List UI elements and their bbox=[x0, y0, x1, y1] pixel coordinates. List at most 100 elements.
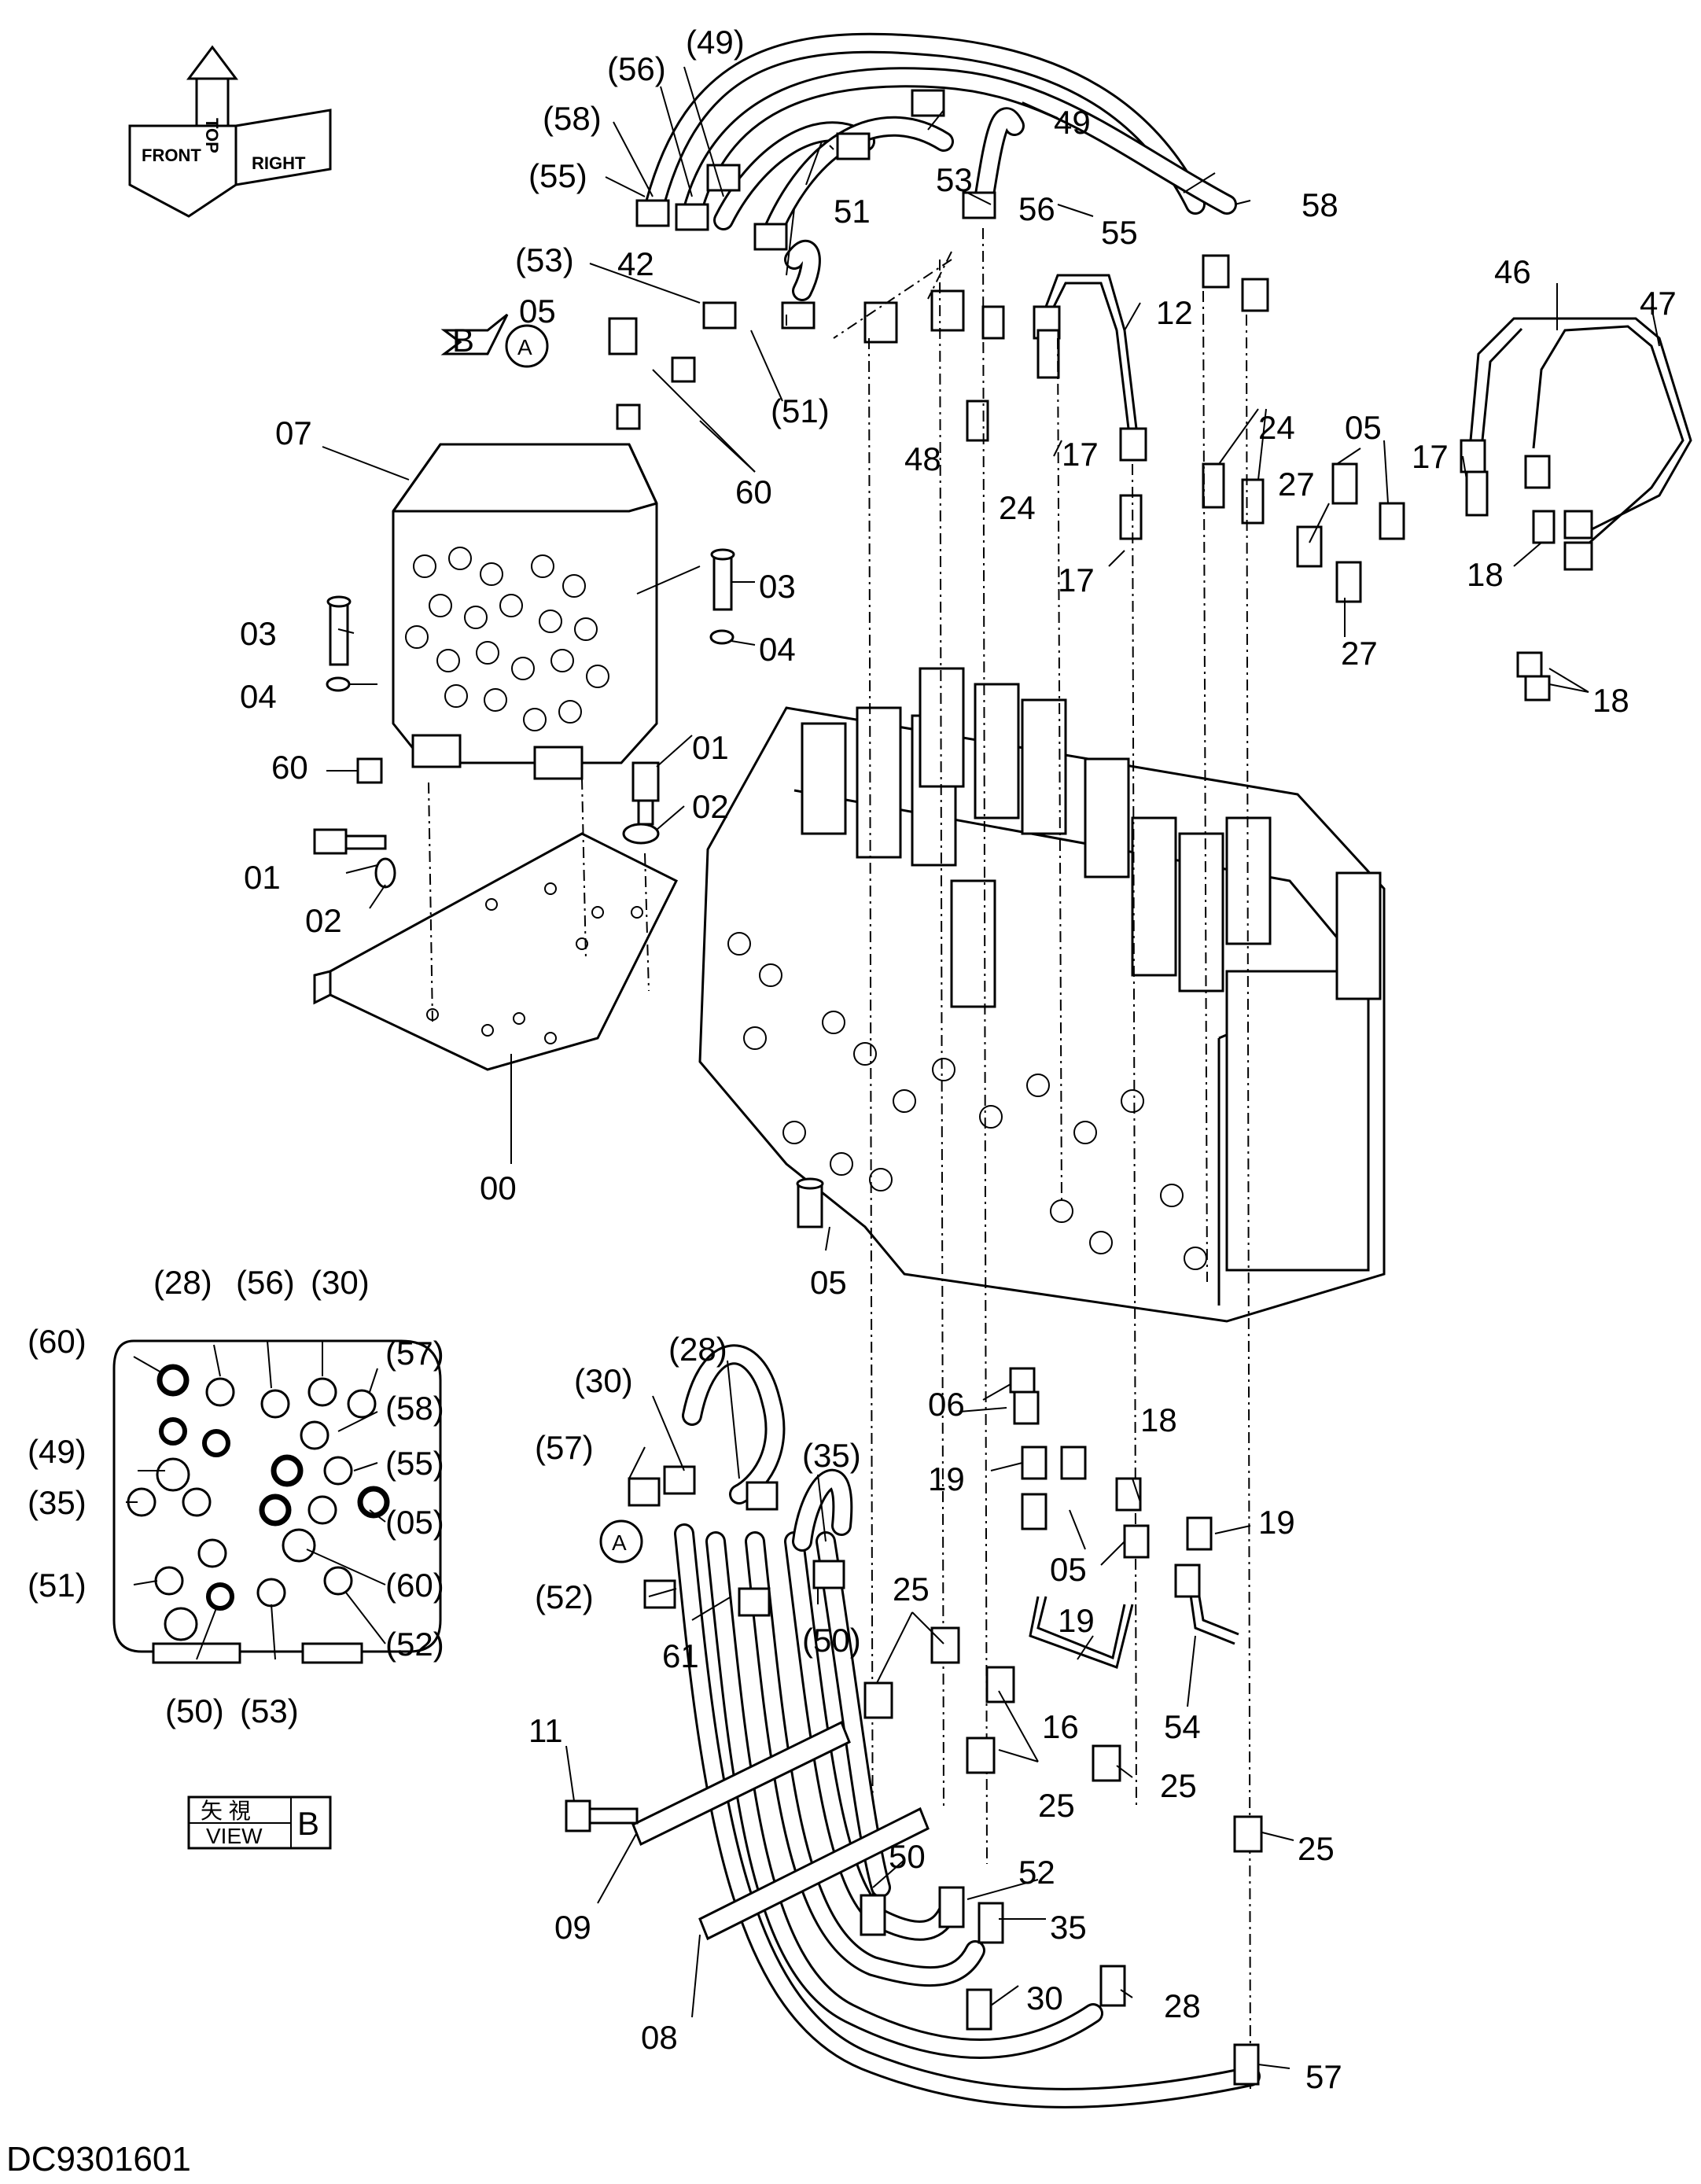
callout-50: 50 bbox=[889, 1838, 926, 1875]
callout-28: 28 bbox=[1164, 1987, 1201, 2024]
center-lines bbox=[428, 227, 1251, 2093]
valve-top-fittings bbox=[863, 289, 1556, 702]
pipes-46-47 bbox=[1460, 317, 1692, 571]
vb-label-58: (58) bbox=[385, 1390, 444, 1427]
callout-25c: 25 bbox=[1160, 1767, 1197, 1804]
bolt-03-right bbox=[710, 548, 735, 611]
orientation-indicator: FRONT TOP RIGHT bbox=[128, 45, 332, 218]
callout-06: 06 bbox=[928, 1386, 965, 1423]
vb-label-60b: (60) bbox=[385, 1567, 444, 1604]
callout-19a: 19 bbox=[928, 1460, 965, 1497]
callout-03a: 03 bbox=[240, 615, 277, 652]
callout-labels: (49) (56) (58) (55) (53) (51) 42 51 53 4… bbox=[240, 24, 1677, 2095]
callout-35: 35 bbox=[1050, 1909, 1087, 1946]
callout-24a: 24 bbox=[999, 489, 1036, 526]
vb-label-35: (35) bbox=[28, 1484, 87, 1521]
callout-27a: 27 bbox=[1278, 466, 1315, 503]
b-arrow-label: B bbox=[452, 322, 474, 359]
vb-label-50: (50) bbox=[165, 1692, 224, 1729]
vb-label-55: (55) bbox=[385, 1445, 444, 1482]
vb-label-28: (28) bbox=[153, 1264, 212, 1301]
callout-p53: (53) bbox=[515, 241, 574, 278]
callout-25a: 25 bbox=[893, 1571, 930, 1608]
washer-02-top bbox=[622, 823, 660, 845]
top-label: TOP bbox=[202, 118, 222, 153]
bracket-00 bbox=[313, 832, 679, 1071]
front-label: FRONT bbox=[142, 145, 201, 165]
vb-label-49: (49) bbox=[28, 1433, 87, 1470]
callout-61: 61 bbox=[662, 1637, 699, 1674]
callout-18c: 18 bbox=[1140, 1401, 1177, 1438]
callout-17b: 17 bbox=[1412, 438, 1449, 475]
fitting-60-left bbox=[356, 757, 383, 784]
callout-17c: 17 bbox=[1058, 562, 1095, 598]
a-marker-bottom: A bbox=[599, 1519, 643, 1563]
callout-16: 16 bbox=[1042, 1708, 1079, 1745]
callout-q52: (52) bbox=[535, 1578, 594, 1615]
callout-57: 57 bbox=[1305, 2058, 1342, 2095]
callout-53: 53 bbox=[936, 161, 973, 198]
washer-02-left bbox=[374, 857, 396, 889]
pipe-16-54 bbox=[1021, 1493, 1239, 1669]
block-fittings bbox=[405, 547, 609, 731]
spool-caps bbox=[801, 667, 1382, 1008]
callout-q50: (50) bbox=[802, 1622, 861, 1659]
callout-04b: 04 bbox=[759, 631, 796, 668]
leader-lines bbox=[126, 66, 1660, 2069]
callout-08: 08 bbox=[641, 2019, 678, 2056]
callout-24b: 24 bbox=[1258, 409, 1295, 446]
callout-51: 51 bbox=[834, 193, 871, 230]
callout-q57: (57) bbox=[535, 1429, 594, 1466]
callout-11: 11 bbox=[528, 1712, 563, 1749]
callout-04a: 04 bbox=[240, 678, 277, 715]
callout-p51: (51) bbox=[771, 392, 830, 429]
callout-42: 42 bbox=[617, 245, 654, 282]
callout-27b: 27 bbox=[1341, 635, 1378, 672]
pipe-12 bbox=[1033, 274, 1147, 462]
callout-p56: (56) bbox=[607, 50, 666, 87]
callout-60: 60 bbox=[735, 473, 772, 510]
callout-52: 52 bbox=[1018, 1854, 1055, 1891]
callout-05d: 05 bbox=[1050, 1551, 1087, 1588]
bracket-08-09 bbox=[565, 1720, 930, 1941]
callout-25b: 25 bbox=[1038, 1787, 1075, 1824]
callout-q35: (35) bbox=[802, 1437, 861, 1474]
a-marker-top-label: A bbox=[517, 335, 532, 359]
callout-05b: 05 bbox=[1345, 409, 1382, 446]
callout-47: 47 bbox=[1640, 285, 1677, 322]
callout-00: 00 bbox=[480, 1169, 517, 1206]
vb-label-05: (05) bbox=[385, 1504, 444, 1541]
callout-q30: (30) bbox=[574, 1362, 633, 1399]
callout-03b: 03 bbox=[759, 568, 796, 605]
right-label: RIGHT bbox=[252, 153, 306, 173]
callout-18b: 18 bbox=[1592, 682, 1629, 719]
a-marker-bottom-label: A bbox=[612, 1530, 627, 1555]
lower-hoses bbox=[674, 1344, 1261, 2108]
view-b-labels: (28) (56) (30) (60) (57) (58) (49) (55) … bbox=[28, 1264, 444, 1729]
view-b-kanji: 矢 視 bbox=[201, 1799, 251, 1823]
lower-fittings bbox=[863, 1367, 1263, 1853]
callout-46: 46 bbox=[1494, 253, 1531, 290]
callout-56: 56 bbox=[1018, 190, 1055, 227]
callout-02a: 02 bbox=[692, 788, 729, 825]
callout-09: 09 bbox=[554, 1909, 591, 1946]
bolt-01-top bbox=[631, 761, 660, 826]
callout-48: 48 bbox=[904, 440, 941, 477]
vb-label-60a: (60) bbox=[28, 1323, 87, 1360]
washer-04-right bbox=[709, 629, 735, 645]
callout-25d: 25 bbox=[1298, 1830, 1335, 1867]
lower-hose-fittings bbox=[628, 1465, 1260, 2086]
view-b-letter: B bbox=[297, 1805, 319, 1842]
vb-label-53: (53) bbox=[240, 1692, 299, 1729]
view-b-title-box: 矢 視 VIEW B bbox=[187, 1795, 332, 1850]
callout-01a: 01 bbox=[692, 729, 729, 766]
pressure-switch-05-lower bbox=[796, 1177, 824, 1228]
view-b-inset bbox=[112, 1339, 442, 1664]
callout-30: 30 bbox=[1026, 1980, 1063, 2016]
callout-19c: 19 bbox=[1058, 1602, 1095, 1639]
view-b-arrow: B bbox=[440, 313, 509, 359]
view-b-ports bbox=[127, 1364, 390, 1641]
vb-label-30: (30) bbox=[311, 1264, 370, 1301]
vb-label-52: (52) bbox=[385, 1626, 444, 1663]
